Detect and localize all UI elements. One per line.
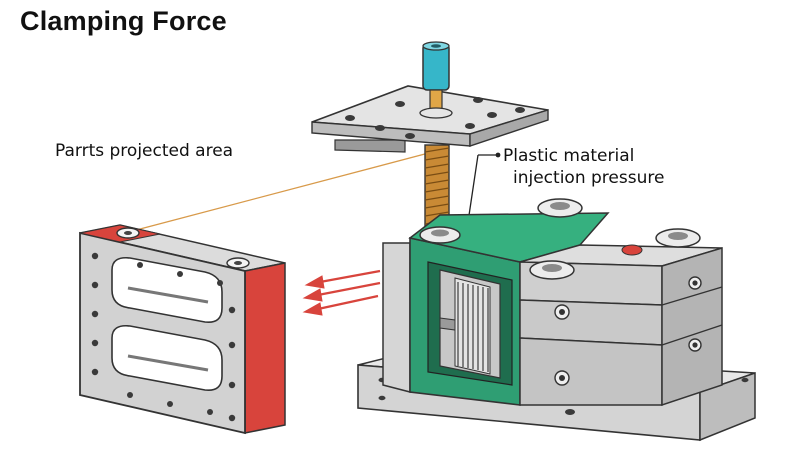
part-plate bbox=[79, 224, 286, 435]
mold-assembly bbox=[357, 198, 756, 442]
gate-marker bbox=[621, 244, 643, 256]
top-plate-holes bbox=[345, 97, 525, 139]
injection-pressure-line2: injection pressure bbox=[513, 168, 665, 188]
diagram-title: Clamping Force bbox=[20, 6, 227, 36]
guide-bushings bbox=[419, 198, 701, 280]
injection-nozzle bbox=[419, 41, 453, 119]
mold-core-fins bbox=[439, 269, 501, 379]
mold-left-block bbox=[382, 242, 411, 393]
mold-block-lower bbox=[519, 337, 663, 406]
cavity-upper-rib bbox=[127, 286, 209, 304]
part-plate-red-side bbox=[244, 262, 286, 434]
injection-leader bbox=[467, 152, 501, 223]
part-plate-bolt-left bbox=[116, 227, 140, 239]
force-arrows bbox=[302, 269, 381, 316]
projected-area-label: Parrts projected area bbox=[55, 141, 234, 161]
mold-block-side bbox=[661, 246, 723, 407]
cavity-lower bbox=[111, 324, 223, 392]
injection-pressure-label: Plastic material injection pressure bbox=[503, 145, 664, 189]
mold-green-top bbox=[408, 212, 610, 263]
cavity-lower-rib bbox=[127, 354, 209, 372]
part-plate-holes bbox=[91, 252, 236, 422]
injection-pressure-line1: Plastic material bbox=[503, 146, 635, 166]
cavity-upper bbox=[111, 256, 223, 324]
projected-area-leader bbox=[124, 149, 441, 234]
base-plate-side bbox=[699, 371, 756, 442]
mold-block-middle bbox=[519, 299, 663, 346]
side-screws bbox=[554, 276, 702, 386]
part-plate-bolt-right bbox=[226, 257, 250, 269]
